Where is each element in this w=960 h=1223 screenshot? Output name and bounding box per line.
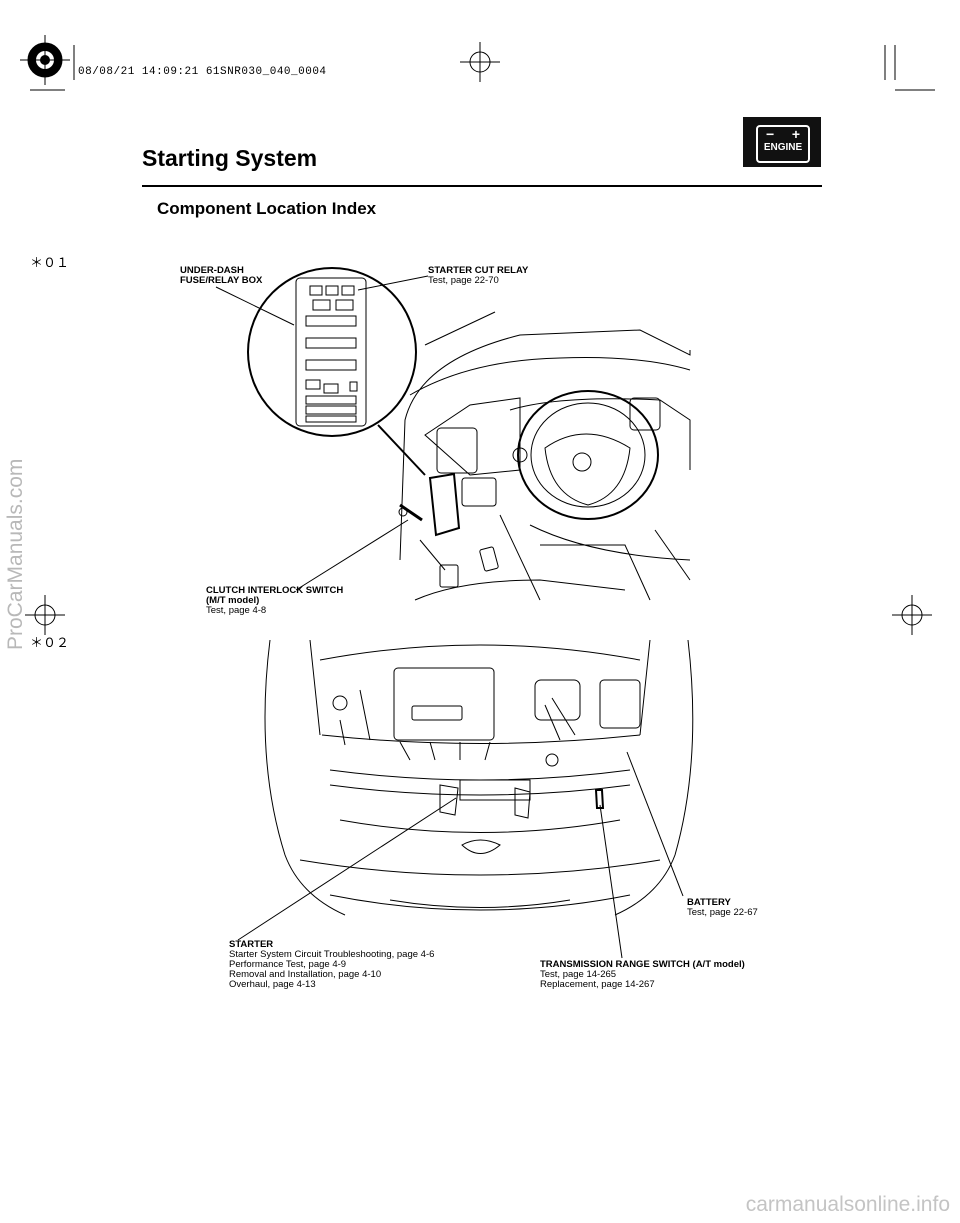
callout-battery-heading: BATTERY	[687, 897, 731, 908]
side-mark-02: ＊０２	[30, 636, 70, 651]
footer-watermark: carmanualsonline.info	[745, 1193, 950, 1216]
registration-mark-top-left	[20, 35, 75, 91]
side-mark-01: ＊０１	[30, 256, 70, 271]
battery-icon: − + ENGINE	[756, 125, 810, 163]
dashboard-drawing	[398, 311, 691, 601]
callout-transmission-switch-line-2: Replacement, page 14-267	[540, 979, 655, 990]
callout-fuse-box-heading: UNDER-DASH	[180, 265, 244, 276]
callout-clutch-interlock-heading: CLUTCH INTERLOCK SWITCH	[206, 585, 344, 596]
registration-mark-left	[25, 595, 65, 635]
leader-lines	[215, 275, 684, 959]
callout-transmission-switch-line-1: Test, page 14-265	[540, 969, 617, 980]
section-title: Component Location Index	[157, 199, 377, 218]
callout-starter: STARTER Starter System Circuit Troublesh…	[229, 940, 434, 990]
callout-battery: BATTERY Test, page 22-67	[687, 898, 758, 918]
callout-starter-cut-relay: STARTER CUT RELAY Test, page 22-70	[428, 266, 528, 286]
callout-starter-line-2: Performance Test, page 4-9	[229, 959, 347, 970]
callout-starter-heading: STARTER	[229, 939, 274, 950]
callout-starter-cut-relay-heading: STARTER CUT RELAY	[428, 265, 529, 276]
callout-fuse-box: UNDER-DASH FUSE/RELAY BOX	[180, 266, 262, 286]
minus-icon: −	[766, 126, 775, 142]
fuse-box-magnifier	[247, 267, 426, 476]
callout-fuse-box-heading-2: FUSE/RELAY BOX	[180, 275, 263, 286]
engine-bay-drawing	[264, 639, 694, 916]
title-rule	[142, 185, 822, 187]
callout-clutch-interlock-line: Test, page 4-8	[206, 605, 267, 616]
callout-starter-cut-relay-line: Test, page 22-70	[428, 275, 499, 286]
registration-mark-top-center	[460, 42, 500, 82]
registration-mark-right	[892, 595, 932, 635]
engine-badge: − + ENGINE	[743, 117, 821, 167]
callout-starter-line-3: Removal and Installation, page 4-10	[229, 969, 382, 980]
print-stamp: 08/08/21 14:09:21 61SNR030_040_0004	[78, 66, 327, 78]
engine-badge-text: ENGINE	[763, 142, 803, 153]
callout-clutch-interlock-heading-2: (M/T model)	[206, 595, 260, 606]
callout-starter-line-4: Overhaul, page 4-13	[229, 979, 316, 990]
callout-transmission-switch-heading: TRANSMISSION RANGE SWITCH (A/T model)	[540, 959, 745, 970]
callout-clutch-interlock: CLUTCH INTERLOCK SWITCH (M/T model) Test…	[206, 586, 343, 616]
callout-starter-line-1: Starter System Circuit Troubleshooting, …	[229, 949, 435, 960]
callout-battery-line: Test, page 22-67	[687, 907, 758, 918]
callout-transmission-switch: TRANSMISSION RANGE SWITCH (A/T model) Te…	[540, 960, 745, 990]
plus-icon: +	[791, 126, 800, 142]
page-title: Starting System	[142, 145, 318, 171]
registration-mark-top-right	[884, 45, 935, 91]
